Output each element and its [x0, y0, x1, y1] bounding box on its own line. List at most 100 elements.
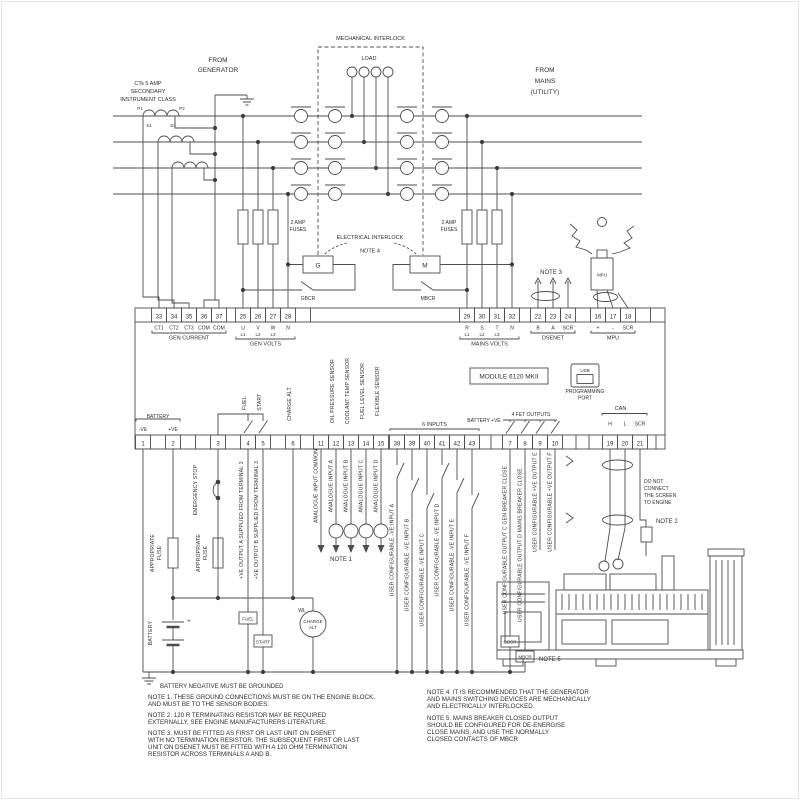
- ct-class-line3: INSTRUMENT CLASS: [120, 97, 176, 103]
- terminal-number: 33: [156, 315, 163, 321]
- terminal-number: 12: [333, 442, 340, 448]
- from-generator-label: FROM GENERATOR: [198, 57, 239, 74]
- terminal-number: 36: [201, 315, 208, 321]
- terminal-number: 43: [469, 442, 476, 448]
- terminal-number: 7: [508, 442, 512, 448]
- svg-text:FUSE: FUSE: [157, 545, 163, 560]
- terminal-number: 40: [424, 442, 431, 448]
- svg-text:DO NOT: DO NOT: [644, 479, 663, 485]
- svg-text:NOTE 2. 120 R TERMINATING RESI: NOTE 2. 120 R TERMINATING RESISTOR MAY B…: [148, 712, 327, 719]
- terminal-number: 14: [363, 442, 370, 448]
- can-l-label: L: [624, 422, 627, 428]
- svg-text:CONNECT: CONNECT: [644, 486, 669, 492]
- svg-text:THE SCREEN: THE SCREEN: [644, 493, 677, 499]
- svg-text:NOTE 3. MUST BE FITTED AS FIRS: NOTE 3. MUST BE FITTED AS FIRST OR LAST …: [148, 730, 336, 737]
- terminal-number: 2: [171, 442, 175, 448]
- svg-text:RESISTOR ACROSS TERMINALS A AN: RESISTOR ACROSS TERMINALS A AND B.: [148, 751, 271, 758]
- svg-text:NOTE 5. MAINS BREAKER CLOSED O: NOTE 5. MAINS BREAKER CLOSED OUTPUT: [427, 715, 558, 722]
- ct-class-line2: SECONDARY: [131, 89, 166, 95]
- svg-text:ANALOGUE INPUT C: ANALOGUE INPUT C: [359, 459, 365, 512]
- gen-volts-group: U V W N L1 L2 L3 GEN VOLTS: [235, 326, 296, 348]
- svg-text:GEN VOLTS: GEN VOLTS: [250, 342, 281, 348]
- terminal-cell: [211, 307, 227, 323]
- svg-text:ANALOGUE INPUT D: ANALOGUE INPUT D: [374, 459, 380, 512]
- svg-text:+: +: [187, 619, 191, 625]
- twisted-pair-mpu: [593, 292, 618, 302]
- svg-text:USER CONFIGURABLE -VE INPUT F: USER CONFIGURABLE -VE INPUT F: [465, 534, 471, 626]
- terminal-number: 39: [409, 442, 416, 448]
- fuel-output-label: FUEL: [242, 396, 248, 410]
- terminal-number: 5: [261, 442, 265, 448]
- svg-text:SCR: SCR: [563, 326, 574, 332]
- mpu-terminal-group: + - SCR MPU: [590, 326, 636, 342]
- contact-bars: [291, 106, 452, 186]
- terminal-number: 11: [318, 442, 325, 448]
- svg-text:USER CONFIGURABLE OUTPUT D MAI: USER CONFIGURABLE OUTPUT D MAINS BREAKER…: [518, 468, 524, 622]
- terminal-number: 22: [535, 315, 542, 321]
- svg-text:AND MAINS SWITCHING DEVICES AR: AND MAINS SWITCHING DEVICES ARE MECHANIC…: [427, 696, 591, 703]
- svg-text:L2: L2: [479, 332, 485, 337]
- svg-text:NOTE 4. IT IS RECOMMENDED THAT: NOTE 4. IT IS RECOMMENDED THAT THE GENER…: [427, 689, 589, 696]
- fet-outputs-label: 4 FET OUTPUTS: [512, 412, 551, 418]
- terminal-cell: [280, 307, 296, 323]
- can-label: CAN: [615, 406, 627, 412]
- terminal-number: 8: [523, 442, 527, 448]
- svg-text:L2: L2: [255, 332, 261, 337]
- battery-terminal-label: BATTERY: [147, 414, 170, 420]
- from-mains-label: FROM MAINS (UTILITY): [531, 67, 560, 96]
- can-h-label: H: [608, 422, 612, 428]
- electrical-interlock-label: ELECTRICAL INTERLOCK: [337, 235, 404, 241]
- twisted-pair-can-1: [602, 459, 633, 471]
- terminal-number: 15: [378, 442, 385, 448]
- svg-text:CT3: CT3: [184, 326, 194, 332]
- svg-text:USER CONFIGURABLE +VE OUTPUT F: USER CONFIGURABLE +VE OUTPUT F: [548, 452, 554, 552]
- battery-pos-label: BATTERY +VE: [467, 418, 501, 424]
- gen-contactor-coil: G: [315, 263, 320, 270]
- pos-ve-label: +VE: [168, 427, 178, 433]
- svg-text:CHARGE: CHARGE: [303, 619, 322, 624]
- battery-circuit: APPROPRIATE FUSE + BATTERY EMERGENCY STO…: [142, 449, 313, 672]
- gbcr-contact-label: GBCR: [301, 296, 316, 302]
- fuel-start-charge: FUEL +VE OUTPUT A SUPPLIED FROM TERMINAL…: [238, 449, 327, 672]
- svg-text:L1: L1: [240, 332, 246, 337]
- svg-text:MAINS VOLTS: MAINS VOLTS: [471, 342, 508, 348]
- svg-text:COM: COM: [213, 326, 225, 332]
- terminal-cell: [560, 307, 576, 323]
- terminal-number: 30: [479, 315, 486, 321]
- oil-pressure-sensor-label: OIL PRESSURE SENSOR: [330, 359, 336, 423]
- grounded-label: BATTERY NEGATIVE MUST BE GROUNDED: [160, 684, 284, 690]
- terminal-number: 16: [595, 315, 602, 321]
- svg-text:USER CONFIGURABLE -VE INPUT D: USER CONFIGURABLE -VE INPUT D: [435, 503, 441, 596]
- svg-text:NOTE 1. THESE GROUND CONNECTIO: NOTE 1. THESE GROUND CONNECTIONS MUST BE…: [148, 694, 375, 701]
- fuel-solenoid: FUEL: [242, 617, 254, 622]
- dsenet-group: B A SCR DSENET: [530, 326, 576, 342]
- battery-label: BATTERY: [148, 620, 154, 645]
- svg-text:USER CONFIGURABLE -VE INPUT B: USER CONFIGURABLE -VE INPUT B: [405, 518, 411, 611]
- svg-text:S: S: [480, 326, 484, 332]
- svg-text:CLOSED CONTACTS OF MBCR: CLOSED CONTACTS OF MBCR: [427, 736, 519, 743]
- svg-text:ALT: ALT: [309, 625, 317, 630]
- terminal-number: 19: [607, 442, 614, 448]
- terminal-number: 3: [216, 442, 220, 448]
- svg-text:COM: COM: [198, 326, 210, 332]
- svg-text:L1: L1: [464, 332, 470, 337]
- terminal-number: 9: [538, 442, 542, 448]
- svg-text:CT2: CT2: [169, 326, 179, 332]
- svg-text:R: R: [465, 326, 469, 332]
- ct-class-line1: CTs 5 AMP: [134, 81, 162, 87]
- terminal-number: 10: [552, 442, 559, 448]
- svg-text:W: W: [271, 326, 276, 332]
- gen-current-group: CT1 CT2 CT3 COM COM GEN CURRENT: [151, 326, 227, 342]
- mbcr-coil: MBCR: [518, 655, 532, 660]
- contactor-coils: ELECTRICAL INTERLOCK NOTE 4 G M GBCR MBC…: [243, 235, 512, 302]
- svg-text:USER CONFIGURABLE -VE INPUT A: USER CONFIGURABLE -VE INPUT A: [390, 503, 396, 596]
- svg-text:MAINS: MAINS: [535, 78, 556, 85]
- mechanical-interlock-label: MECHANICAL INTERLOCK: [336, 36, 405, 42]
- terminal-number: 4: [246, 442, 250, 448]
- svg-text:EXTERNALLY. SEE ENGINE MANUFAC: EXTERNALLY. SEE ENGINE MANUFACTURERS LIT…: [148, 719, 327, 726]
- svg-text:U: U: [241, 326, 245, 332]
- twisted-pair-dsenet: [531, 291, 560, 301]
